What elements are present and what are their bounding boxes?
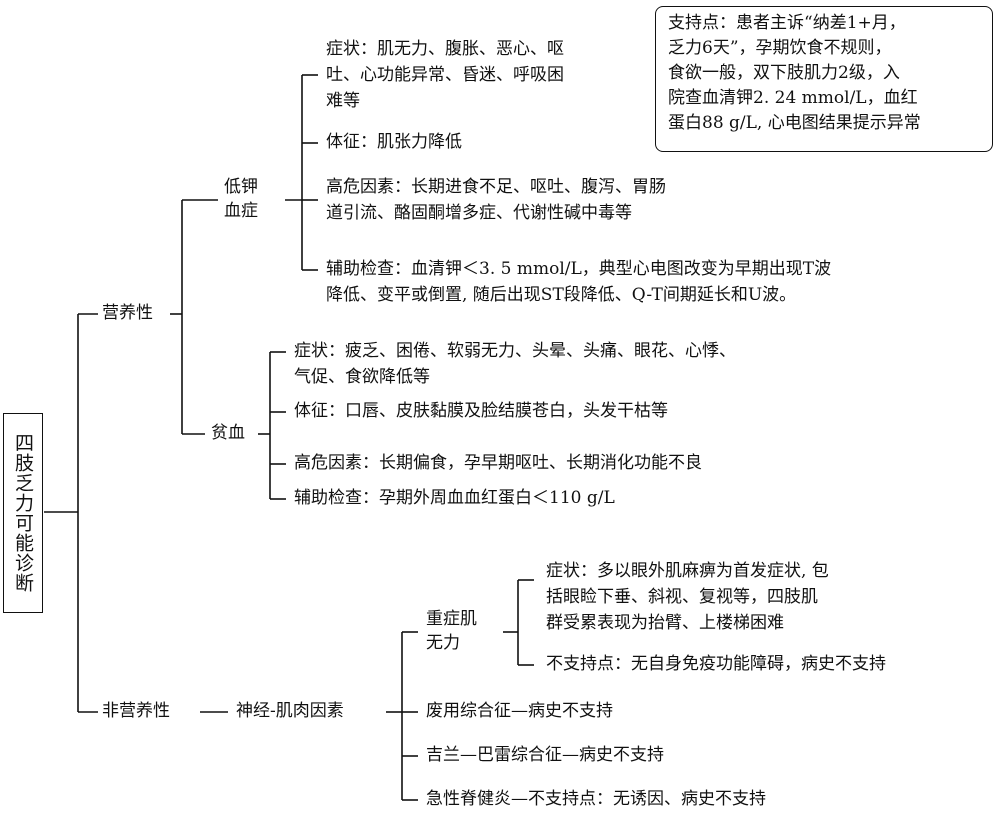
node-myasthenia-line2: 无力 bbox=[426, 633, 460, 653]
hk-risk-line: 高危因素：长期进食不足、呕吐、腹泻、胃肠 bbox=[326, 177, 666, 197]
an-signs: 体征：口唇、皮肤黏膜及脸结膜苍白，头发干枯等 bbox=[294, 401, 668, 421]
hk-exam-line: 降低、变平或倒置, 随后出现ST段降低、Q-T间期延长和U波。 bbox=[326, 285, 797, 305]
hk-signs: 体征：肌张力降低 bbox=[326, 132, 462, 152]
mg-symptoms-line: 症状：多以眼外肌麻痹为首发症状, 包 bbox=[546, 561, 829, 581]
node-neuro-muscular: 神经-肌肉因素 bbox=[236, 701, 344, 721]
an-risk: 高危因素：长期偏食，孕早期呕吐、长期消化功能不良 bbox=[294, 453, 702, 473]
hk-symptoms-line: 症状：肌无力、腹胀、恶心、呕 bbox=[326, 39, 564, 59]
node-anemia: 贫血 bbox=[211, 423, 245, 443]
node-disuse-syndrome: 废用综合征—病史不支持 bbox=[426, 701, 613, 721]
an-symptoms-line: 症状：疲乏、困倦、软弱无力、头晕、头痛、眼花、心悸、 bbox=[294, 341, 736, 361]
support-line: 院查血清钾2. 24 mmol/L，血红 bbox=[668, 88, 918, 108]
node-hypokalemia-line1: 低钾 bbox=[224, 177, 258, 197]
support-points-box: 支持点：患者主诉“纳差1+月， 乏力6天”，孕期饮食不规则， 食欲一般，双下肢肌… bbox=[655, 6, 993, 152]
node-myasthenia-line1: 重症肌 bbox=[426, 609, 477, 629]
hk-risk-line: 道引流、酪固酮增多症、代谢性碱中毒等 bbox=[326, 203, 632, 223]
node-nutritional: 营养性 bbox=[102, 303, 153, 323]
hk-symptoms-line: 吐、心功能异常、昏迷、呼吸困 bbox=[326, 65, 564, 85]
mg-symptoms-line: 群受累表现为抬臂、上楼梯困难 bbox=[546, 613, 784, 633]
node-guillain-barre: 吉兰—巴雷综合征—病史不支持 bbox=[426, 745, 664, 765]
node-hypokalemia-line2: 血症 bbox=[224, 201, 258, 221]
support-line: 支持点：患者主诉“纳差1+月， bbox=[668, 13, 906, 33]
support-line: 食欲一般，双下肢肌力2级，入 bbox=[668, 63, 900, 83]
node-non-nutritional: 非营养性 bbox=[102, 701, 170, 721]
mg-not-support: 不支持点：无自身免疫功能障碍，病史不支持 bbox=[546, 654, 886, 674]
support-line: 蛋白88 g/L, 心电图结果提示异常 bbox=[668, 113, 921, 133]
an-exam: 辅助检查：孕期外周血血红蛋白＜110 g/L bbox=[294, 488, 615, 508]
mg-symptoms-line: 括眼睑下垂、斜视、复视等，四肢肌 bbox=[546, 587, 818, 607]
an-symptoms-line: 气促、食欲降低等 bbox=[294, 367, 430, 387]
root-label: 四肢乏力可能诊断 bbox=[12, 433, 34, 593]
root-node: 四肢乏力可能诊断 bbox=[3, 413, 43, 613]
support-line: 乏力6天”，孕期饮食不规则， bbox=[668, 38, 892, 58]
node-acute-myelitis: 急性脊健炎—不支持点：无诱因、病史不支持 bbox=[426, 789, 766, 809]
hk-symptoms-line: 难等 bbox=[326, 91, 360, 111]
hk-exam-line: 辅助检查：血清钾＜3. 5 mmol/L，典型心电图改变为早期出现T波 bbox=[326, 259, 832, 279]
